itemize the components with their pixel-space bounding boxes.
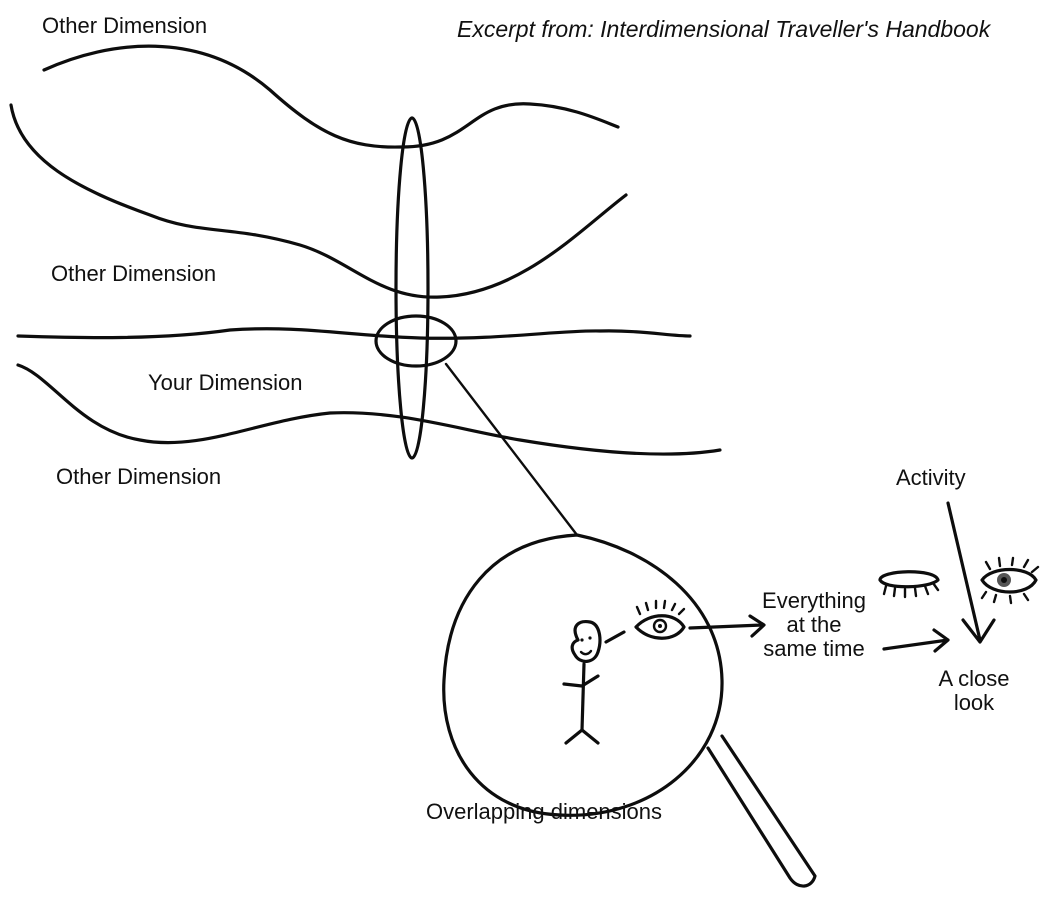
label-close-look-line1: A close	[938, 666, 1010, 691]
intersection-oval	[374, 314, 458, 368]
dimension-line-yours	[16, 327, 692, 340]
arrow-to-everything	[688, 614, 766, 638]
label-other-dimension-top: Other Dimension	[42, 13, 208, 38]
stick-figure-icon	[562, 619, 602, 745]
open-eye-icon	[634, 599, 686, 640]
dimension-line-second	[9, 103, 628, 299]
label-close-look-line2: look	[953, 690, 995, 715]
label-activity: Activity	[896, 465, 966, 490]
arrow-from-activity	[946, 501, 996, 644]
dimension-line-top	[42, 44, 620, 149]
label-overlapping-dimensions: Overlapping dimensions	[426, 799, 663, 824]
vertical-portal-oval	[394, 116, 430, 460]
label-everything-line1: Everything	[762, 588, 866, 613]
dimension-line-bottom	[16, 363, 722, 456]
label-other-dimension-bottom: Other Dimension	[56, 464, 222, 489]
arrow-from-everything	[882, 628, 950, 653]
open-eye-right-icon	[980, 556, 1040, 605]
magnifier-lens	[442, 533, 724, 817]
page-title: Excerpt from: Interdimensional Traveller…	[457, 16, 991, 42]
label-everything-same-time: Everything at the same time	[752, 589, 876, 661]
label-everything-line3: same time	[763, 636, 865, 661]
label-other-dimension-middle: Other Dimension	[51, 261, 217, 286]
label-your-dimension: Your Dimension	[148, 370, 303, 395]
label-everything-line2: at the	[786, 612, 842, 637]
zoom-connector-line	[444, 362, 579, 537]
label-close-look: A close look	[922, 667, 1026, 715]
closed-eye-icon	[878, 570, 940, 599]
gaze-line	[604, 630, 626, 644]
magnifier-handle	[706, 734, 817, 888]
